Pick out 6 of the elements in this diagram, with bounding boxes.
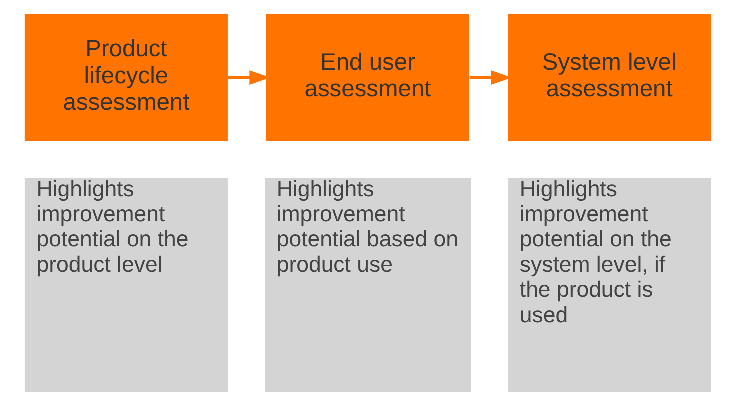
node-box: End user assessment	[266, 14, 470, 142]
node-box: Highlights improvement potential on the product level	[24, 178, 228, 392]
node-box: System level assessment	[508, 14, 711, 142]
node-box: Highlights improvement potential based on product use	[264, 178, 470, 392]
node-box: Product lifecycle assessment	[24, 14, 228, 142]
node-box: Highlights improvement potential on the system level, if the product is used	[508, 178, 711, 392]
